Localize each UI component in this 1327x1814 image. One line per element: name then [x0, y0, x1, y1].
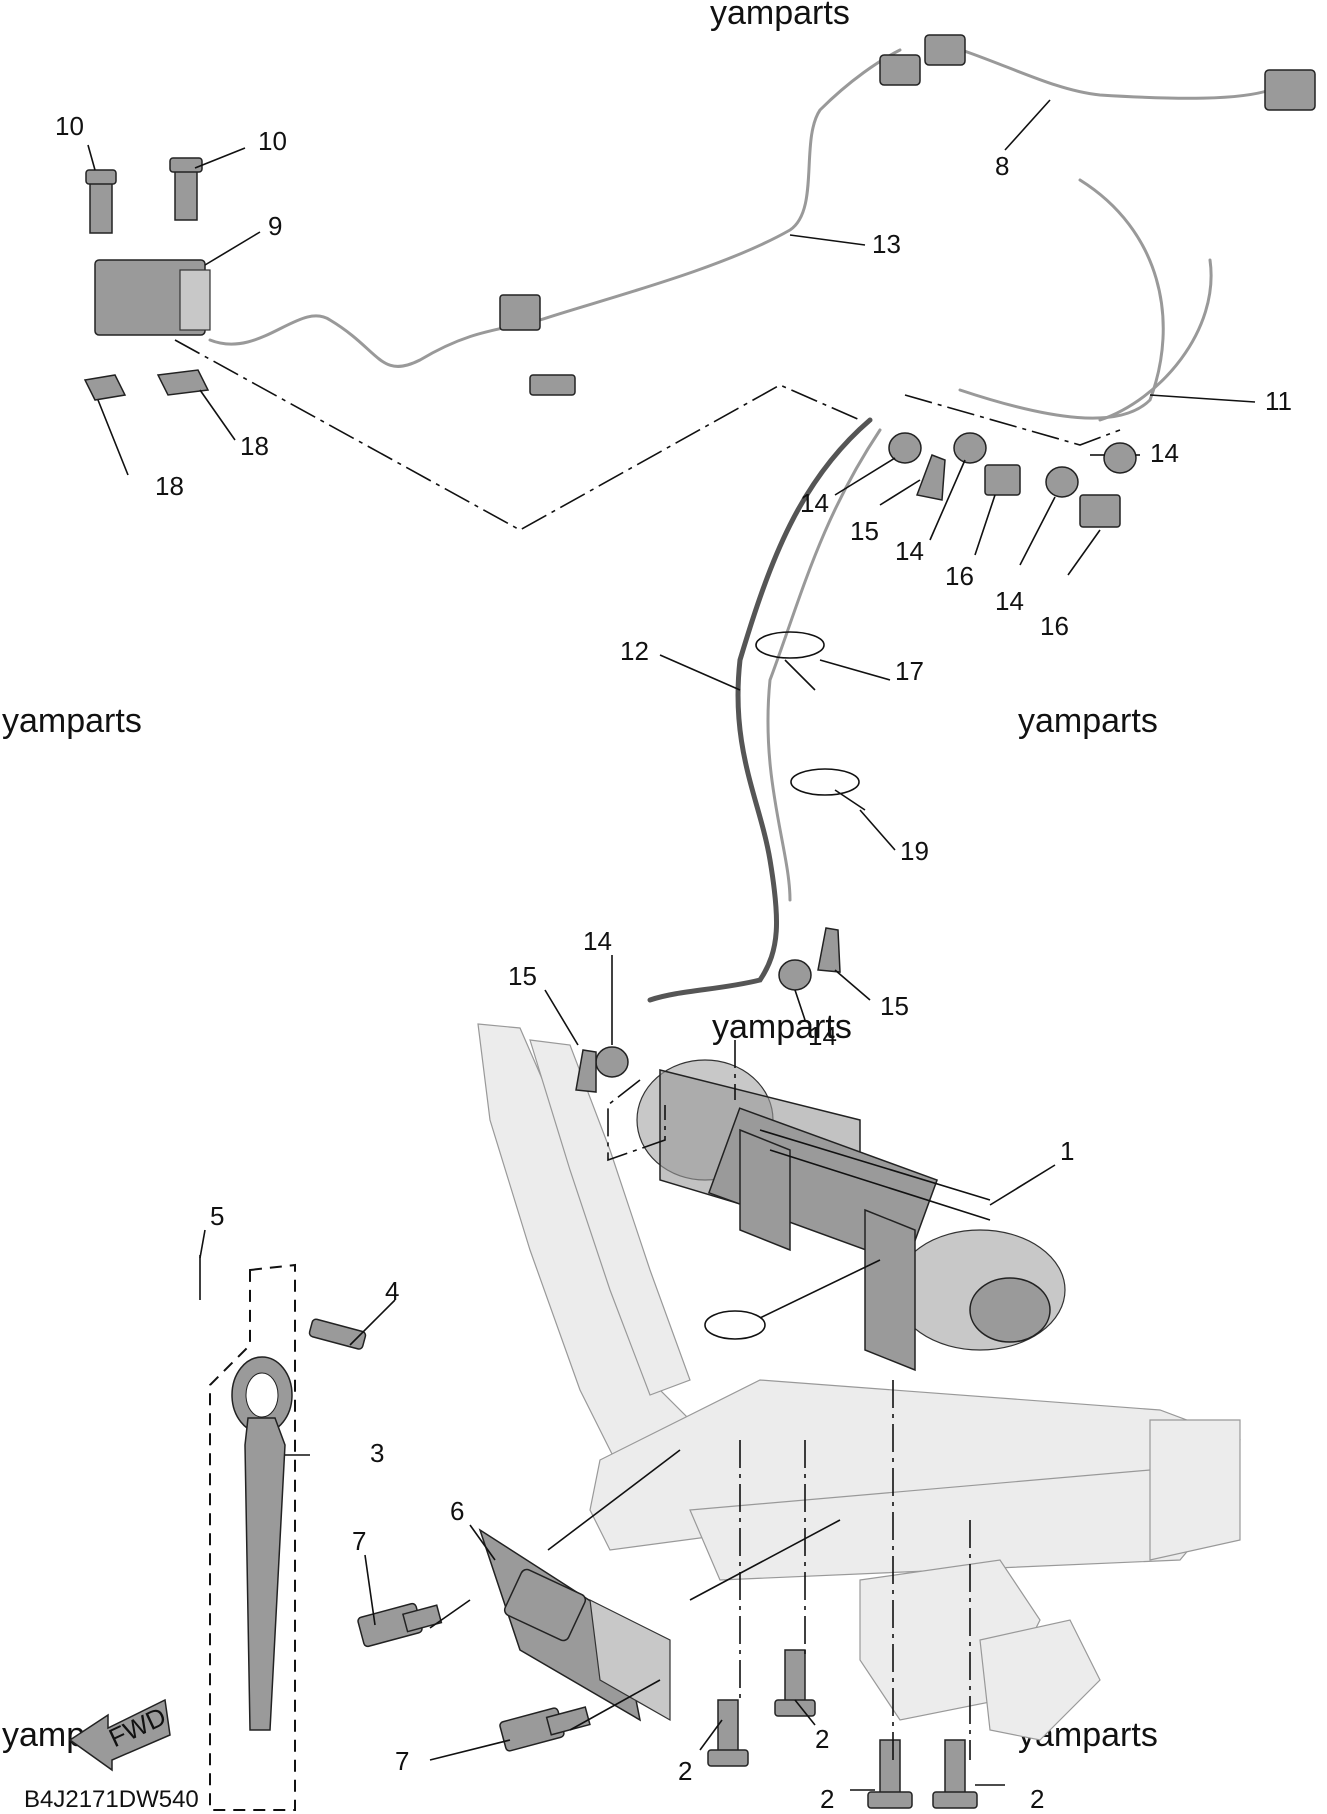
callout-4: 4	[385, 1276, 399, 1306]
cable-ties	[755, 631, 866, 811]
mount-bolts	[707, 1649, 978, 1809]
callout-12: 12	[620, 636, 649, 666]
callout-1: 1	[1060, 1136, 1074, 1166]
callout-8: 8	[995, 151, 1009, 181]
callout-14: 14	[895, 536, 924, 566]
callout-10: 10	[258, 126, 287, 156]
watermark-top: yamparts	[710, 0, 850, 32]
callout-15: 15	[850, 516, 879, 546]
callout-13: 13	[872, 229, 901, 259]
callout-10: 10	[55, 111, 84, 141]
callout-14: 14	[995, 586, 1024, 616]
bumper-frame	[477, 1023, 1241, 1741]
callout-18: 18	[240, 431, 269, 461]
connection-lines	[174, 339, 1121, 1760]
callout-3: 3	[370, 1438, 384, 1468]
callout-15: 15	[880, 991, 909, 1021]
fwd-arrow: FWD	[68, 1698, 171, 1772]
watermark-center: yamparts	[712, 1008, 852, 1046]
terminal-parts	[575, 432, 1137, 1093]
callout-18: 18	[155, 471, 184, 501]
callout-14: 14	[583, 926, 612, 956]
watermark-right: yamparts	[1018, 702, 1158, 740]
fairlead-bolts	[357, 1602, 591, 1752]
callout-11: 11	[1265, 386, 1292, 416]
callout-9: 9	[268, 211, 282, 241]
callout-2: 2	[1030, 1784, 1044, 1813]
watermark-left: yamparts	[2, 702, 142, 740]
callout-6: 6	[450, 1496, 464, 1526]
callout-19: 19	[900, 836, 929, 866]
callout-7: 7	[395, 1746, 409, 1776]
callout-2: 2	[815, 1724, 829, 1754]
callout-5: 5	[210, 1201, 224, 1231]
callout-16: 16	[945, 561, 974, 591]
callout-15: 15	[508, 961, 537, 991]
winch-assembly	[636, 1059, 1066, 1372]
fairlead	[478, 1528, 671, 1722]
callout-7: 7	[352, 1526, 366, 1556]
callout-2: 2	[820, 1784, 834, 1813]
callout-14: 14	[1150, 438, 1179, 468]
leader-lines	[87, 99, 1256, 1791]
callout-14: 14	[808, 1021, 837, 1051]
callout-14: 14	[800, 488, 829, 518]
callout-2: 2	[678, 1756, 692, 1786]
hook-strap-group	[199, 1255, 367, 1811]
callout-17: 17	[895, 656, 924, 686]
diagram-code: B4J2171DW540	[24, 1786, 199, 1813]
wire-harnesses	[208, 34, 1316, 1003]
callout-labels: 1 2 2 2 2 2 3 4 5 6 7 7 8 9 10 10 11 12 …	[55, 111, 1292, 1813]
callout-16: 16	[1040, 611, 1069, 641]
relay-group	[83, 157, 211, 401]
